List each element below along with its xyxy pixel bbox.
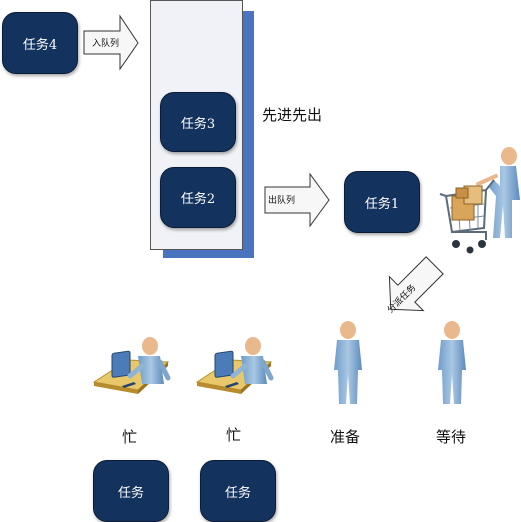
status-busy-2: 忙 — [226, 426, 242, 444]
task-2-box: 任务2 — [160, 167, 236, 228]
worker-task-box-2: 任务 — [200, 460, 276, 522]
dispatch-arrow — [388, 256, 444, 312]
computer-worker-icon — [92, 337, 171, 394]
task-4-box: 任务4 — [2, 12, 78, 74]
enqueue-arrow: 入队列 — [83, 14, 139, 71]
standing-person-icon — [334, 321, 362, 404]
task-3-box: 任务3 — [160, 92, 236, 152]
status-waiting: 等待 — [436, 428, 467, 446]
dequeue-arrow: 出队列 — [264, 172, 330, 228]
standing-person-icon — [438, 321, 466, 404]
computer-worker-icon — [195, 337, 274, 394]
dequeue-label: 出队列 — [268, 194, 295, 206]
shopping-cart-person-icon — [439, 147, 520, 254]
status-ready: 准备 — [330, 428, 361, 446]
worker-task-box-1: 任务 — [93, 460, 169, 522]
enqueue-label: 入队列 — [92, 37, 119, 49]
fifo-label: 先进先出 — [262, 106, 323, 124]
task-1-box: 任务1 — [344, 171, 420, 233]
status-busy-1: 忙 — [122, 428, 138, 446]
